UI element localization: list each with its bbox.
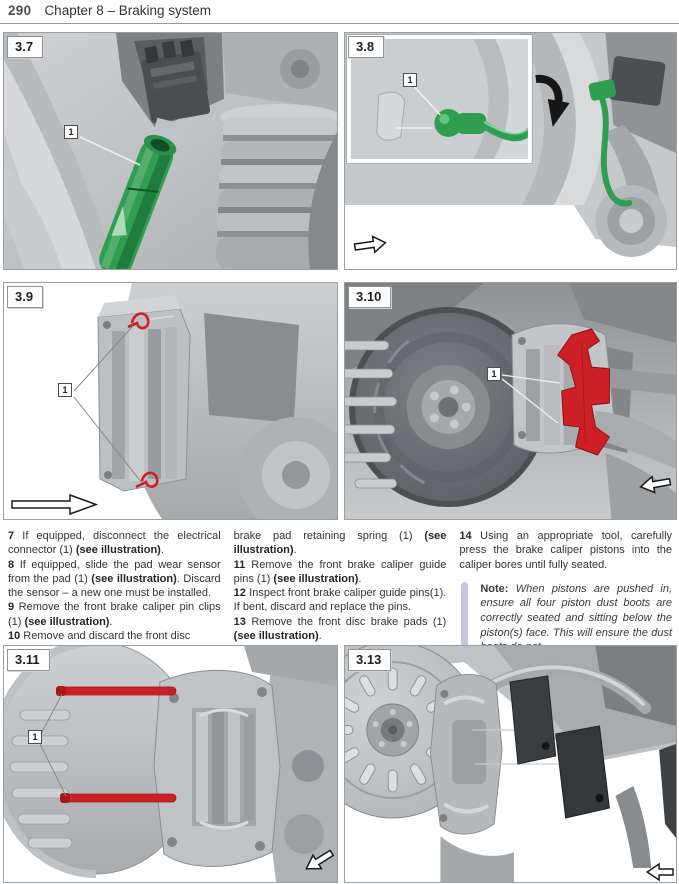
view-direction-arrow-icon: [353, 235, 387, 254]
figure-3-11: 3.11 1: [3, 645, 338, 883]
callout-leader-line: [79, 136, 141, 166]
suspension-arm: [4, 33, 116, 269]
figure-label-3-13: 3.13: [348, 649, 392, 671]
figure-3-8: 3.8 1: [344, 32, 677, 270]
callout-1-marker: 1: [403, 73, 417, 87]
view-direction-arrow-icon: [639, 475, 672, 494]
procedure-steps: 7 If equipped, disconnect the electrical…: [8, 529, 672, 655]
brake-caliper: [429, 674, 503, 835]
view-direction-arrow-icon: [305, 849, 335, 870]
note-bar: [461, 581, 469, 655]
brake-caliper: [153, 669, 281, 867]
figure-3-7-illustration: [4, 33, 337, 269]
steps-column-3: 14 Using an appropriate tool, carefully …: [459, 529, 672, 655]
step-paragraph: 14 Using an appropriate tool, carefully …: [459, 530, 673, 571]
note-box: Note: When pistons are pushed in, ensure…: [459, 581, 672, 655]
figure-label-3-10: 3.10: [348, 286, 392, 308]
figure-3-9-illustration: [4, 283, 337, 519]
step-paragraph: 8 If equipped, slide the pad wear sensor…: [8, 558, 221, 600]
callout-leader-line: [39, 693, 67, 797]
figure-label-3-11: 3.11: [7, 649, 50, 671]
guide-pins-highlight: [56, 686, 177, 803]
electrical-connector-highlight: [99, 134, 177, 269]
figure-3-13: 3.13: [344, 645, 677, 883]
figure-label-3-8: 3.8: [348, 36, 385, 58]
steps-column-3-paragraphs: 14 Using an appropriate tool, carefully …: [459, 529, 672, 572]
step-paragraph: brake pad retaining spring (1) (see illu…: [233, 530, 447, 557]
brake-hose: [478, 663, 652, 714]
wheel-studs: [9, 709, 73, 849]
brake-pads: [509, 675, 610, 819]
callout-1-marker: 1: [64, 125, 78, 139]
step-paragraph: 10 Remove and discard the front disc: [8, 630, 191, 643]
figure-label-3-7: 3.7: [7, 36, 44, 58]
wear-sensor-cable-highlight: [588, 79, 633, 207]
note-text: Note: When pistons are pushed in, ensure…: [480, 582, 672, 655]
wheel-studs: [345, 340, 398, 489]
view-direction-arrow-icon: [645, 862, 674, 882]
view-direction-arrow-icon: [11, 493, 99, 516]
figure-3-13-illustration: [345, 646, 676, 882]
figure-3-10: 3.10 1: [344, 282, 677, 520]
electrical-connector-body: [141, 39, 211, 124]
wiring-connector-block: [609, 56, 666, 106]
header-divider: [0, 23, 679, 24]
boot-bellows: [216, 104, 337, 269]
steps-column-1: 7 If equipped, disconnect the electrical…: [8, 529, 221, 655]
brake-caliper: [97, 295, 191, 492]
page-header: 290 Chapter 8 – Braking system: [8, 3, 211, 18]
figure-label-3-9: 3.9: [7, 286, 44, 308]
brake-disc: [348, 307, 548, 507]
step-paragraph: 7 If equipped, disconnect the electrical…: [8, 530, 221, 557]
step-paragraph: 13 Remove the front disc brake pads (1) …: [233, 615, 447, 643]
retaining-spring-highlight: [557, 328, 611, 456]
page-number: 290: [8, 3, 32, 18]
figure-3-7: 3.7 1: [3, 32, 338, 270]
inset-detail-box: [346, 34, 533, 164]
note-body: When pistons are pushed in, ensure all f…: [480, 582, 673, 653]
routing-arrow-icon: [535, 74, 570, 127]
callout-leader-line: [73, 326, 143, 484]
note-label: Note:: [480, 582, 509, 595]
step-paragraph: 9 Remove the front brake caliper pin cli…: [8, 601, 221, 628]
step-paragraph: 12 Inspect front brake caliper guide pin…: [233, 587, 447, 614]
figure-3-10-illustration: [345, 283, 676, 519]
step-paragraph: 11 Remove the front brake caliper guide …: [233, 558, 447, 585]
figure-3-11-illustration: [4, 646, 337, 882]
steps-column-2: brake pad retaining spring (1) (see illu…: [234, 529, 447, 655]
figure-3-9: 3.9 1: [3, 282, 338, 520]
callout-leader-line: [501, 374, 560, 424]
callout-1-marker: 1: [28, 730, 42, 744]
callout-1-marker: 1: [487, 367, 501, 381]
chapter-title: Chapter 8 – Braking system: [44, 3, 212, 18]
figure-3-8-illustration: [345, 33, 676, 269]
pin-clips-highlight: [127, 312, 159, 489]
callout-1-marker: 1: [58, 383, 72, 397]
